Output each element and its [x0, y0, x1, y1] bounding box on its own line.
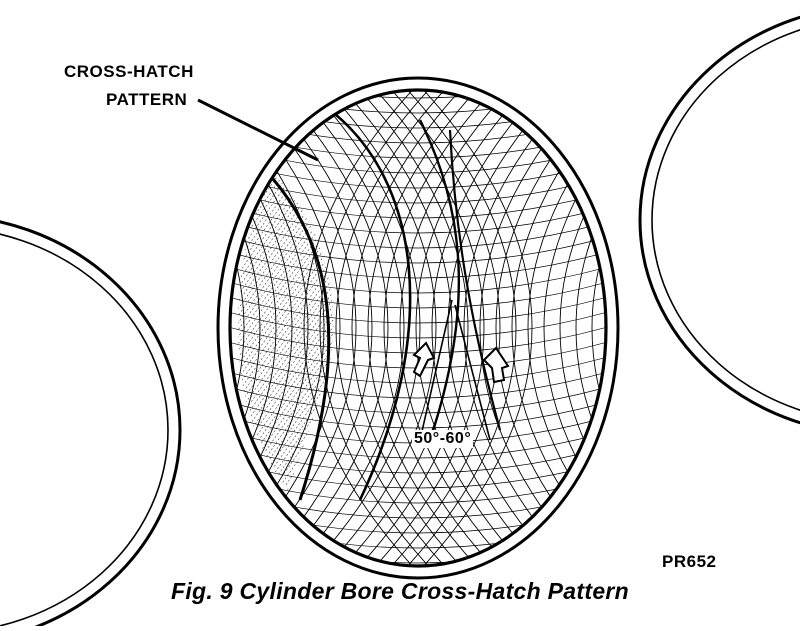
hone-arc-3	[418, 119, 461, 441]
angle-arrow-right	[482, 346, 510, 384]
angle-line-right	[454, 304, 491, 441]
angle-arrow-left	[412, 341, 436, 378]
callout-label-line2: PATTERN	[106, 90, 188, 109]
hone-arc-4	[448, 129, 502, 431]
figure-caption: Fig. 9 Cylinder Bore Cross-Hatch Pattern	[170, 578, 630, 604]
left-neighbour-bore	[0, 220, 182, 631]
callout-label-line1: CROSS-HATCH	[64, 62, 194, 81]
hone-arc-1	[263, 168, 331, 501]
figure-reference-code: PR652	[662, 552, 717, 571]
callout-leader-line	[197, 98, 319, 162]
angle-line-left	[419, 299, 453, 441]
cylinder-bore	[216, 76, 620, 580]
angle-label: 50°-60°	[412, 430, 474, 448]
right-neighbour-bore	[638, 15, 800, 425]
hone-arc-2	[329, 108, 412, 501]
